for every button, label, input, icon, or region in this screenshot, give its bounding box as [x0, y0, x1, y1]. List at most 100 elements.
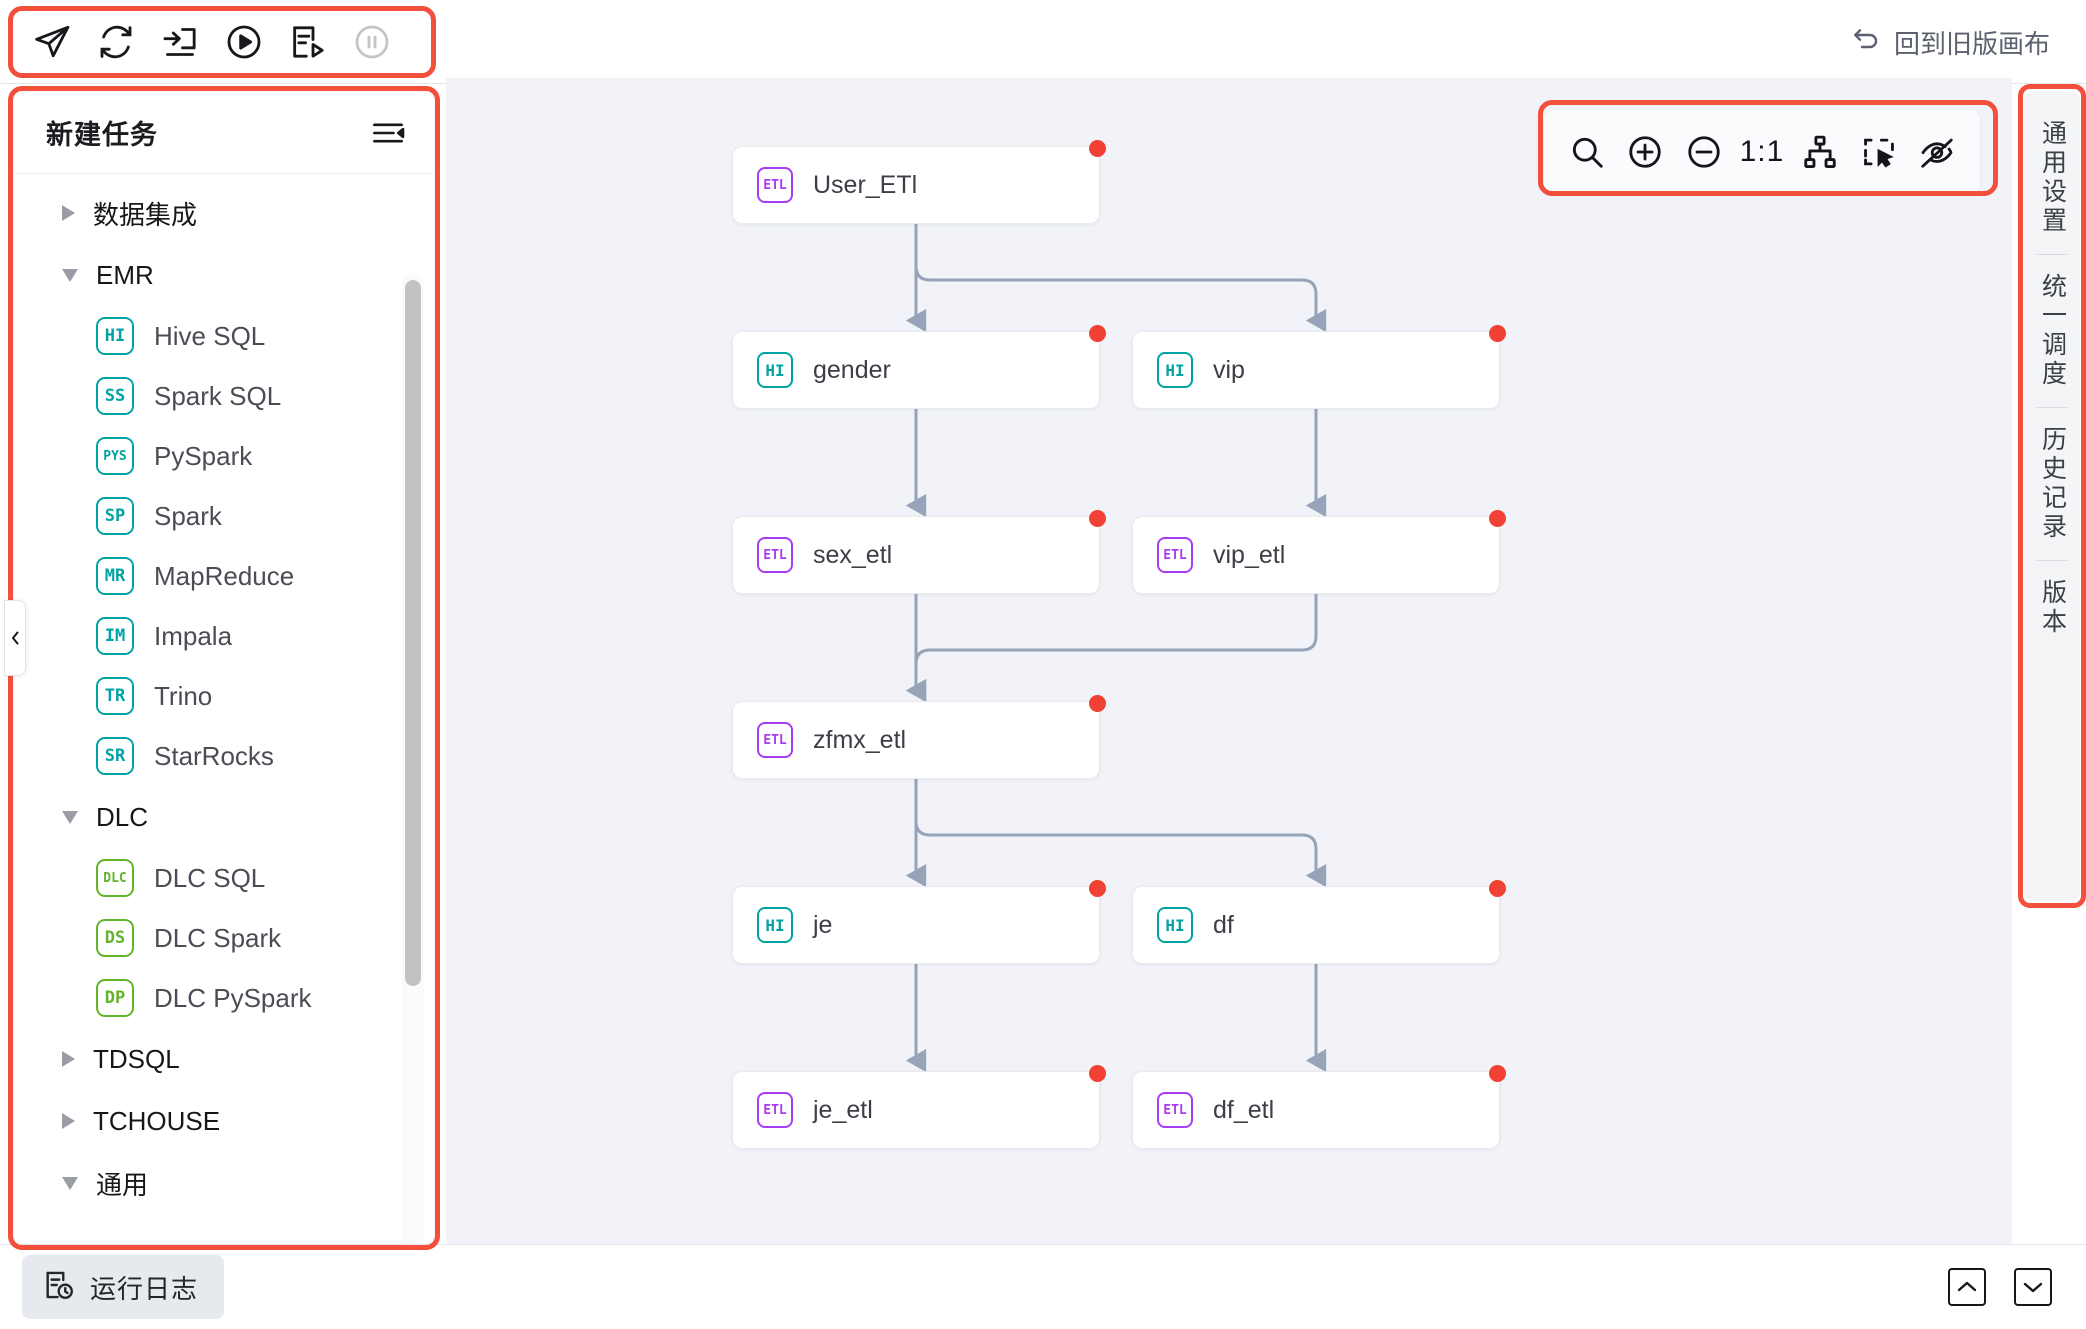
flow-node-vip_etl[interactable]: ETL vip_etl [1132, 510, 1506, 594]
flow-node-label: df_etl [1213, 1095, 1275, 1124]
flow-node-df[interactable]: HI df [1132, 880, 1506, 964]
tree-item-label: Trino [154, 680, 213, 711]
flow-node-vip[interactable]: HI vip [1132, 325, 1506, 409]
flow-node-label: vip [1213, 355, 1245, 384]
task-type-badge-icon: HI [96, 317, 134, 355]
node-status-dot [1089, 1065, 1106, 1082]
run-log-button[interactable]: 运行日志 [22, 1255, 225, 1319]
auto-layout-icon[interactable] [1793, 125, 1847, 179]
task-type-badge-icon: MR [96, 557, 134, 595]
node-type-badge-icon: HI [1157, 352, 1193, 388]
task-type-badge-icon: PYS [96, 437, 134, 475]
node-status-dot [1089, 510, 1106, 527]
box-select-icon[interactable] [1852, 125, 1906, 179]
task-type-badge-icon: TR [96, 677, 134, 715]
tree-item-label: Impala [154, 620, 233, 651]
panel-scrollbar[interactable] [402, 274, 424, 1244]
bottom-bar-controls [1948, 1268, 2052, 1306]
node-type-badge-icon: HI [757, 907, 793, 943]
new-task-panel-header: 新建任务 [14, 92, 434, 174]
flow-node-label: je_etl [813, 1095, 873, 1124]
task-type-badge-icon: DLC [96, 859, 134, 897]
tree-group-TDSQL[interactable]: TDSQL [14, 1028, 434, 1090]
tree-item-label: MapReduce [154, 560, 295, 591]
tree-group-TCHOUSE[interactable]: TCHOUSE [14, 1090, 434, 1152]
flow-node-df_etl[interactable]: ETL df_etl [1132, 1065, 1506, 1149]
flow-edge-zfmx_etl-to-df [914, 779, 1327, 888]
rail-item-unified-schedule[interactable]: 统一调度 [2038, 273, 2067, 389]
tree-item-mapreduce[interactable]: MR MapReduce [14, 546, 434, 606]
node-status-dot [1489, 1065, 1506, 1082]
tree-group-DLC[interactable]: DLC [14, 786, 434, 848]
node-status-dot [1489, 880, 1506, 897]
task-type-badge-icon: IM [96, 617, 134, 655]
flow-node-label: df [1213, 910, 1234, 939]
node-type-badge-icon: ETL [757, 722, 793, 758]
chevron-down-icon[interactable] [2014, 1268, 2052, 1306]
panel-scrollbar-thumb[interactable] [405, 280, 421, 986]
node-status-dot [1089, 325, 1106, 342]
node-type-badge-icon: ETL [1157, 1092, 1193, 1128]
tree-item-label: StarRocks [154, 740, 274, 771]
node-type-badge-icon: HI [1157, 907, 1193, 943]
task-type-badge-icon: DS [96, 919, 134, 957]
refresh-icon[interactable] [84, 10, 148, 74]
import-icon[interactable] [148, 10, 212, 74]
tree-group-EMR[interactable]: EMR [14, 244, 434, 306]
tree-item-label: PySpark [154, 440, 253, 471]
panel-title: 新建任务 [46, 120, 158, 150]
node-status-dot [1089, 140, 1106, 157]
tree-group-数据集成[interactable]: 数据集成 [14, 182, 434, 244]
node-type-badge-icon: ETL [757, 167, 793, 203]
node-type-badge-icon: ETL [1157, 537, 1193, 573]
tree-item-pyspark[interactable]: PYS PySpark [14, 426, 434, 486]
rail-item-history[interactable]: 历史记录 [2038, 426, 2067, 542]
run-icon[interactable] [212, 10, 276, 74]
back-to-old-canvas-button[interactable]: 回到旧版画布 [1850, 0, 2050, 84]
zoom-ratio-button[interactable]: 1:1 [1739, 135, 1785, 168]
tree-item-trino[interactable]: TR Trino [14, 666, 434, 726]
zoom-out-icon[interactable] [1677, 125, 1731, 179]
tree-group-label: TDSQL [93, 1043, 180, 1074]
search-icon[interactable] [1560, 125, 1614, 179]
chevron-down-icon [62, 268, 78, 282]
tree-item-label: Spark SQL [154, 380, 282, 411]
collapse-panel-icon[interactable] [370, 118, 406, 148]
tree-item-impala[interactable]: IM Impala [14, 606, 434, 666]
pause-icon[interactable] [340, 10, 404, 74]
flow-node-label: vip_etl [1213, 540, 1286, 569]
tree-item-dlc-sql[interactable]: DLC DLC SQL [14, 848, 434, 908]
tree-group-label: TCHOUSE [93, 1105, 221, 1136]
zoom-in-icon[interactable] [1618, 125, 1672, 179]
tree-group-通用[interactable]: 通用 [14, 1152, 434, 1214]
rail-divider [2037, 407, 2067, 408]
run-from-here-icon[interactable] [276, 10, 340, 74]
rail-item-version[interactable]: 版本 [2038, 579, 2067, 637]
node-status-dot [1089, 880, 1106, 897]
tree-item-spark-sql[interactable]: SS Spark SQL [14, 366, 434, 426]
task-type-badge-icon: SS [96, 377, 134, 415]
rail-item-general-settings[interactable]: 通用设置 [2038, 120, 2067, 236]
chevron-up-icon[interactable] [1948, 1268, 1986, 1306]
undo-icon [1850, 23, 1882, 62]
tree-group-label: 数据集成 [93, 199, 198, 230]
tree-item-label: DLC SQL [154, 862, 266, 893]
hide-icon[interactable] [1910, 125, 1964, 179]
send-icon[interactable] [20, 10, 84, 74]
tree-group-label: DLC [96, 801, 149, 832]
panel-collapse-handle[interactable] [4, 600, 26, 676]
